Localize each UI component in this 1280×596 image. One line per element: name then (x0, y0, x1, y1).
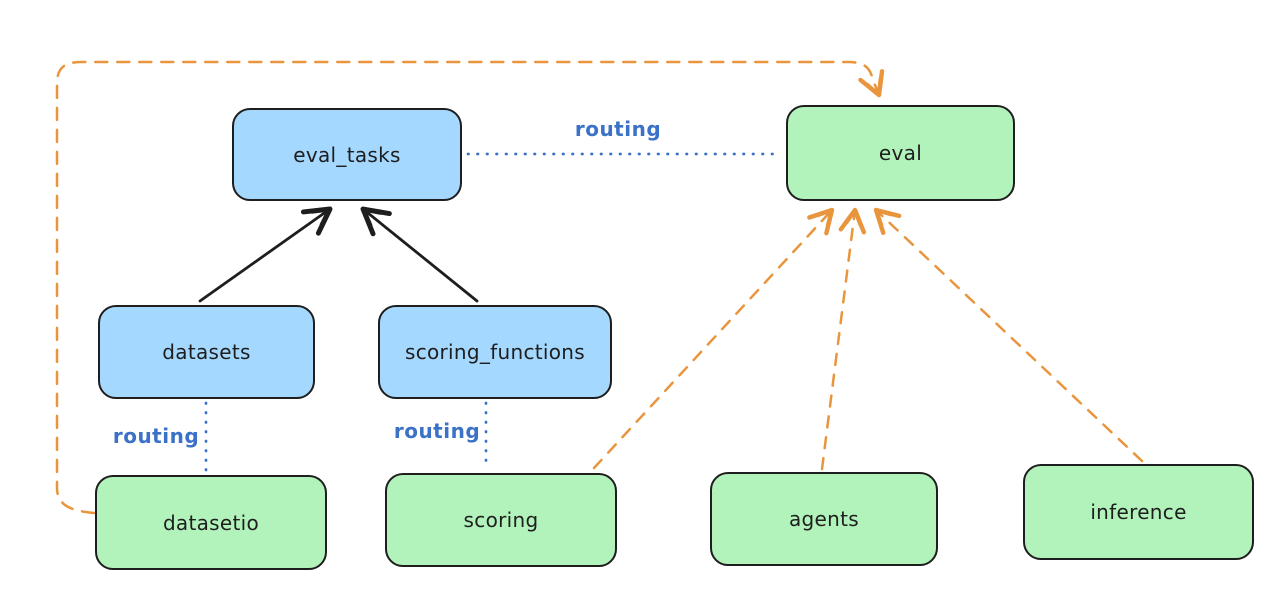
node-datasets: datasets (98, 305, 315, 399)
edge-datasets-to-eval-tasks (198, 206, 333, 303)
edge-datasetio-to-eval-loop (55, 60, 885, 515)
edge-scoring-functions-to-eval-tasks (360, 206, 479, 303)
edge-inference-to-eval (873, 207, 1144, 463)
node-eval: eval (786, 105, 1015, 201)
node-agents-label: agents (789, 507, 859, 531)
node-datasets-label: datasets (162, 340, 251, 364)
node-eval-label: eval (878, 141, 923, 165)
node-scoring-functions-label: scoring_functions (404, 340, 586, 364)
node-agents: agents (710, 472, 938, 566)
node-scoring-label: scoring (463, 508, 539, 532)
edge-label-routing-middle: routing (393, 419, 481, 443)
edge-scoring-to-eval (592, 207, 835, 470)
node-scoring: scoring (385, 473, 617, 567)
node-inference-label: inference (1090, 500, 1187, 524)
node-inference: inference (1023, 464, 1254, 560)
edge-label-routing-top: routing (574, 117, 662, 141)
node-scoring-functions: scoring_functions (378, 305, 612, 399)
node-datasetio-label: datasetio (162, 510, 260, 535)
node-datasetio: datasetio (95, 475, 327, 570)
edge-label-routing-left: routing (112, 424, 200, 448)
node-eval-tasks-label: eval_tasks (293, 142, 401, 167)
node-eval-tasks: eval_tasks (232, 108, 462, 201)
edge-agents-to-eval (820, 207, 867, 471)
